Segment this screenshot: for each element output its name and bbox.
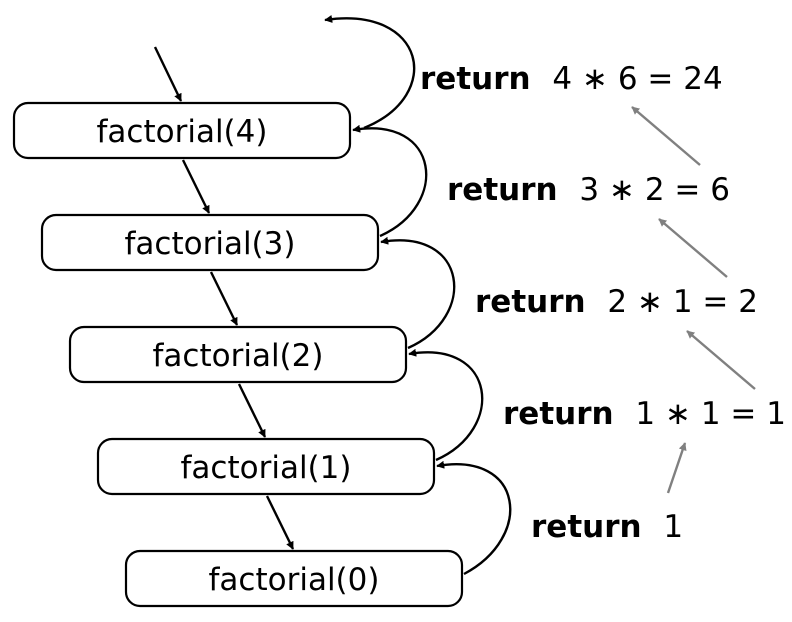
return-curve-final [324, 14, 416, 130]
return-label-2: return 2 ∗ 1 = 2 [475, 284, 758, 320]
return-curves [324, 14, 512, 576]
call-label: factorial(2) [153, 338, 324, 374]
call-arrow-4-to-3 [181, 159, 211, 214]
return-label-base: return 1 [531, 509, 683, 545]
value-arrow-6-to-24 [631, 106, 701, 166]
call-label: factorial(1) [181, 450, 352, 486]
return-keyword: return [447, 172, 558, 208]
call-box-4: factorial(4) [12, 101, 352, 160]
return-keyword: return [475, 284, 586, 320]
call-label: factorial(4) [97, 114, 268, 150]
return-expression: 3 ∗ 2 = 6 [579, 172, 730, 208]
return-keyword: return [531, 509, 642, 545]
call-label: factorial(3) [125, 226, 296, 262]
call-box-1: factorial(1) [96, 437, 436, 496]
call-arrows [153, 46, 295, 550]
return-expression: 2 ∗ 1 = 2 [607, 284, 758, 320]
return-expression: 4 ∗ 6 = 24 [552, 61, 722, 97]
value-arrow-1-to-2 [686, 330, 756, 390]
return-label-6: return 3 ∗ 2 = 6 [447, 172, 730, 208]
return-keyword: return [503, 396, 614, 432]
call-arrow-3-to-2 [209, 271, 239, 326]
call-box-3: factorial(3) [40, 213, 380, 272]
return-curve-0-to-1 [436, 460, 512, 576]
call-arrow-2-to-1 [237, 383, 267, 438]
call-arrow-1-to-0 [265, 495, 295, 550]
return-expression: 1 [663, 509, 683, 545]
return-curve-2-to-3 [380, 236, 456, 350]
return-label-1: return 1 ∗ 1 = 1 [503, 396, 786, 432]
entry-call-arrow [153, 46, 183, 102]
value-arrows [631, 106, 756, 494]
call-label: factorial(0) [209, 562, 380, 598]
call-box-2: factorial(2) [68, 325, 408, 384]
value-arrow-2-to-6 [658, 218, 728, 278]
return-keyword: return [420, 61, 531, 97]
value-arrow-base-to-1 [666, 442, 687, 494]
return-label-24: return 4 ∗ 6 = 24 [420, 61, 723, 97]
call-box-0: factorial(0) [124, 549, 464, 608]
return-expression: 1 ∗ 1 = 1 [635, 396, 786, 432]
return-curve-3-to-4 [352, 124, 428, 238]
return-curve-1-to-2 [408, 348, 484, 462]
